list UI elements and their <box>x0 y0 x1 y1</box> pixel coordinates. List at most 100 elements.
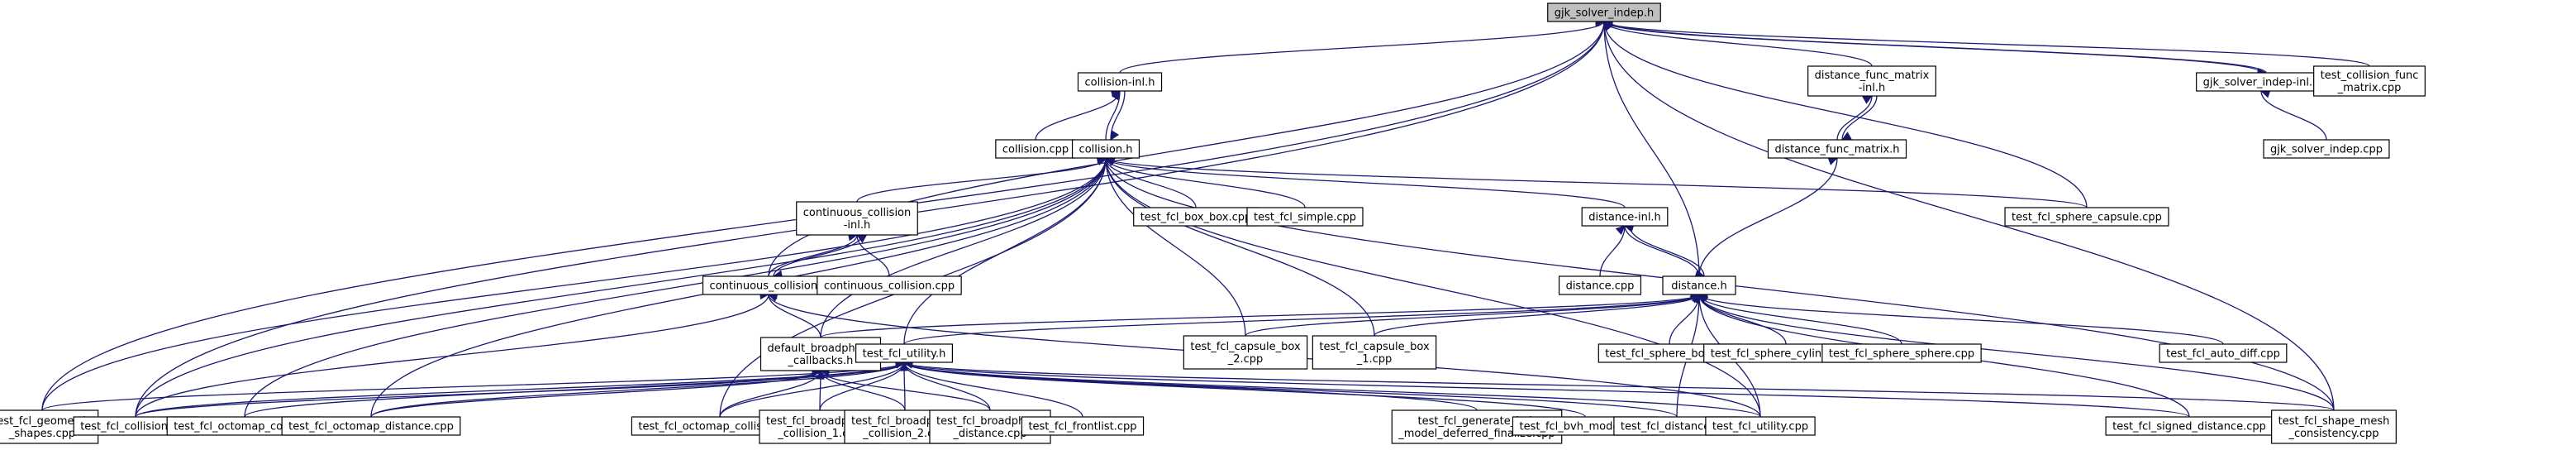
node-box <box>1246 207 1364 227</box>
graph-node-continuous-collision-inl[interactable]: continuous_collision-inl.h <box>796 201 918 236</box>
graph-node-continuous-collision-h[interactable]: continuous_collision.h <box>702 275 836 295</box>
dependency-edge <box>1105 157 1761 418</box>
dependency-edge <box>1105 157 1375 337</box>
node-label: test_fcl_capsule_box <box>1319 341 1430 353</box>
dependency-edge <box>135 361 905 418</box>
node-label: distance-inl.h <box>1588 212 1661 224</box>
graph-node-distance-inl[interactable]: distance-inl.h <box>1581 207 1669 227</box>
graph-node-test-fcl-frontlist[interactable]: test_fcl_frontlist.cpp <box>1021 416 1145 436</box>
graph-node-test-fcl-octomap-distance[interactable]: test_fcl_octomap_distance.cpp <box>281 416 461 436</box>
dependency-edge <box>1841 95 1878 141</box>
node-label: distance.cpp <box>1566 280 1635 293</box>
graph-node-collision-h[interactable]: collision.h <box>1071 139 1140 159</box>
node-box <box>2159 343 2288 363</box>
graph-node-collision-inl[interactable]: collision-inl.h <box>1077 72 1163 92</box>
dependency-edge <box>903 361 1586 418</box>
dependency-edge <box>903 361 2335 411</box>
node-label: continuous_collision.cpp <box>824 280 955 293</box>
node-box <box>1021 416 1145 436</box>
dependency-edge <box>1603 21 1700 277</box>
dependency-edge <box>1374 294 1700 337</box>
node-label: default_broadphase <box>768 342 874 355</box>
node-label: _shapes.cpp <box>8 428 75 440</box>
dependency-edge <box>370 361 905 418</box>
dependency-edge <box>820 294 1700 338</box>
dependency-edge <box>1105 157 1246 337</box>
node-box <box>1183 335 1308 370</box>
node-label: gjk_solver_indep.h <box>1555 7 1655 20</box>
dependency-edge <box>370 370 821 418</box>
node-label: test_fcl_octomap_distance.cpp <box>288 421 454 433</box>
node-label: -inl.h <box>1859 82 1886 94</box>
graph-node-test-fcl-signed-distance[interactable]: test_fcl_signed_distance.cpp <box>2105 416 2274 436</box>
dependency-edge <box>1698 294 1902 345</box>
node-label: test_fcl_octomap_cost.cpp <box>174 421 316 433</box>
node-label: test_fcl_utility.cpp <box>1712 421 1808 433</box>
node-box <box>2313 65 2426 97</box>
dependency-edge <box>1698 294 2335 411</box>
dependency-edge <box>856 157 1107 203</box>
node-box <box>1767 139 1907 159</box>
node-box <box>1662 275 1736 295</box>
node-box <box>2263 139 2390 159</box>
graph-node-distance-cpp[interactable]: distance.cpp <box>1558 275 1642 295</box>
node-label: test_collision_func <box>2321 69 2419 82</box>
node-box <box>796 201 918 236</box>
dependency-edge <box>820 157 1107 338</box>
node-label: test_fcl_distance.cpp <box>1621 421 1733 433</box>
node-label: continuous_collision <box>803 207 912 219</box>
dependency-edge <box>1624 225 1700 277</box>
graph-node-test-fcl-auto-diff[interactable]: test_fcl_auto_diff.cpp <box>2159 343 2288 363</box>
dependency-edge <box>1110 90 1126 141</box>
dependency-edge <box>1629 225 1705 277</box>
graph-node-test-fcl-capsule-box-2[interactable]: test_fcl_capsule_box_2.cpp <box>1183 335 1308 370</box>
dependency-edge <box>903 361 1761 418</box>
graph-node-gjk-solver-indep: gjk_solver_indep.h <box>1547 2 1661 22</box>
node-label: collision.h <box>1079 144 1133 156</box>
node-box <box>855 343 953 363</box>
dependency-edge <box>135 157 1107 418</box>
node-label: distance_func_matrix.h <box>1774 144 1899 156</box>
graph-node-test-fcl-capsule-box-1[interactable]: test_fcl_capsule_box_1.cpp <box>1312 335 1437 370</box>
node-box <box>2004 207 2169 227</box>
node-label: test_fcl_collision.cpp <box>80 421 191 433</box>
graph-node-test-fcl-utility-cpp[interactable]: test_fcl_utility.cpp <box>1705 416 1816 436</box>
graph-node-test-fcl-sphere-sphere[interactable]: test_fcl_sphere_sphere.cpp <box>1821 343 1982 363</box>
node-label: test_fcl_signed_distance.cpp <box>2112 421 2266 433</box>
dependency-edge <box>2260 90 2327 141</box>
dependency-edge <box>1698 294 1787 345</box>
graph-node-continuous-collision-cpp[interactable]: continuous_collision.cpp <box>817 275 962 295</box>
node-label: _matrix.cpp <box>2337 82 2402 94</box>
node-label: test_fcl_utility.h <box>863 348 946 361</box>
node-label: test_fcl_box_box.cpp <box>1140 212 1252 224</box>
graph-node-distance-func-matrix-inl[interactable]: distance_func_matrix-inl.h <box>1807 65 1936 97</box>
dependency-edge <box>819 361 905 411</box>
graph-node-test-fcl-sphere-capsule[interactable]: test_fcl_sphere_capsule.cpp <box>2004 207 2169 227</box>
graph-node-test-fcl-box-box[interactable]: test_fcl_box_box.cpp <box>1133 207 1259 227</box>
graph-node-test-fcl-shape-mesh-consistency[interactable]: test_fcl_shape_mesh_consistency.cpp <box>2271 409 2397 444</box>
graph-node-test-fcl-utility-h[interactable]: test_fcl_utility.h <box>855 343 953 363</box>
dependency-edge <box>719 361 905 418</box>
graph-node-test-collision-func-matrix[interactable]: test_collision_func_matrix.cpp <box>2313 65 2426 97</box>
node-label: gjk_solver_indep.cpp <box>2270 144 2383 156</box>
graph-node-test-fcl-collision[interactable]: test_fcl_collision.cpp <box>73 416 198 436</box>
dependency-edge <box>244 157 1107 418</box>
node-label: _collision_1.cpp <box>777 428 862 440</box>
dependency-edge <box>903 361 1678 418</box>
graph-node-distance-func-matrix-h[interactable]: distance_func_matrix.h <box>1767 139 1907 159</box>
dependency-edge <box>1698 157 1838 277</box>
node-box <box>1821 343 1982 363</box>
node-label: test_fcl_sphere_capsule.cpp <box>2012 212 2162 224</box>
graph-node-distance-h[interactable]: distance.h <box>1662 275 1736 295</box>
dependency-edge <box>768 294 821 338</box>
graph-node-test-fcl-simple[interactable]: test_fcl_simple.cpp <box>1246 207 1364 227</box>
node-label: test_fcl_sphere_sphere.cpp <box>1829 348 1974 361</box>
graph-node-gjk-solver-indep-cpp[interactable]: gjk_solver_indep.cpp <box>2263 139 2390 159</box>
node-label: distance.h <box>1671 280 1726 293</box>
dependency-edge <box>1105 157 1626 208</box>
node-box <box>1071 139 1140 159</box>
graph-node-collision-cpp[interactable]: collision.cpp <box>995 139 1076 159</box>
dependency-edge <box>1603 21 1873 67</box>
graph-node-gjk-solver-indep-inl[interactable]: gjk_solver_indep-inl.h <box>2196 72 2326 92</box>
node-label: test_fcl_simple.cpp <box>1254 212 1356 224</box>
